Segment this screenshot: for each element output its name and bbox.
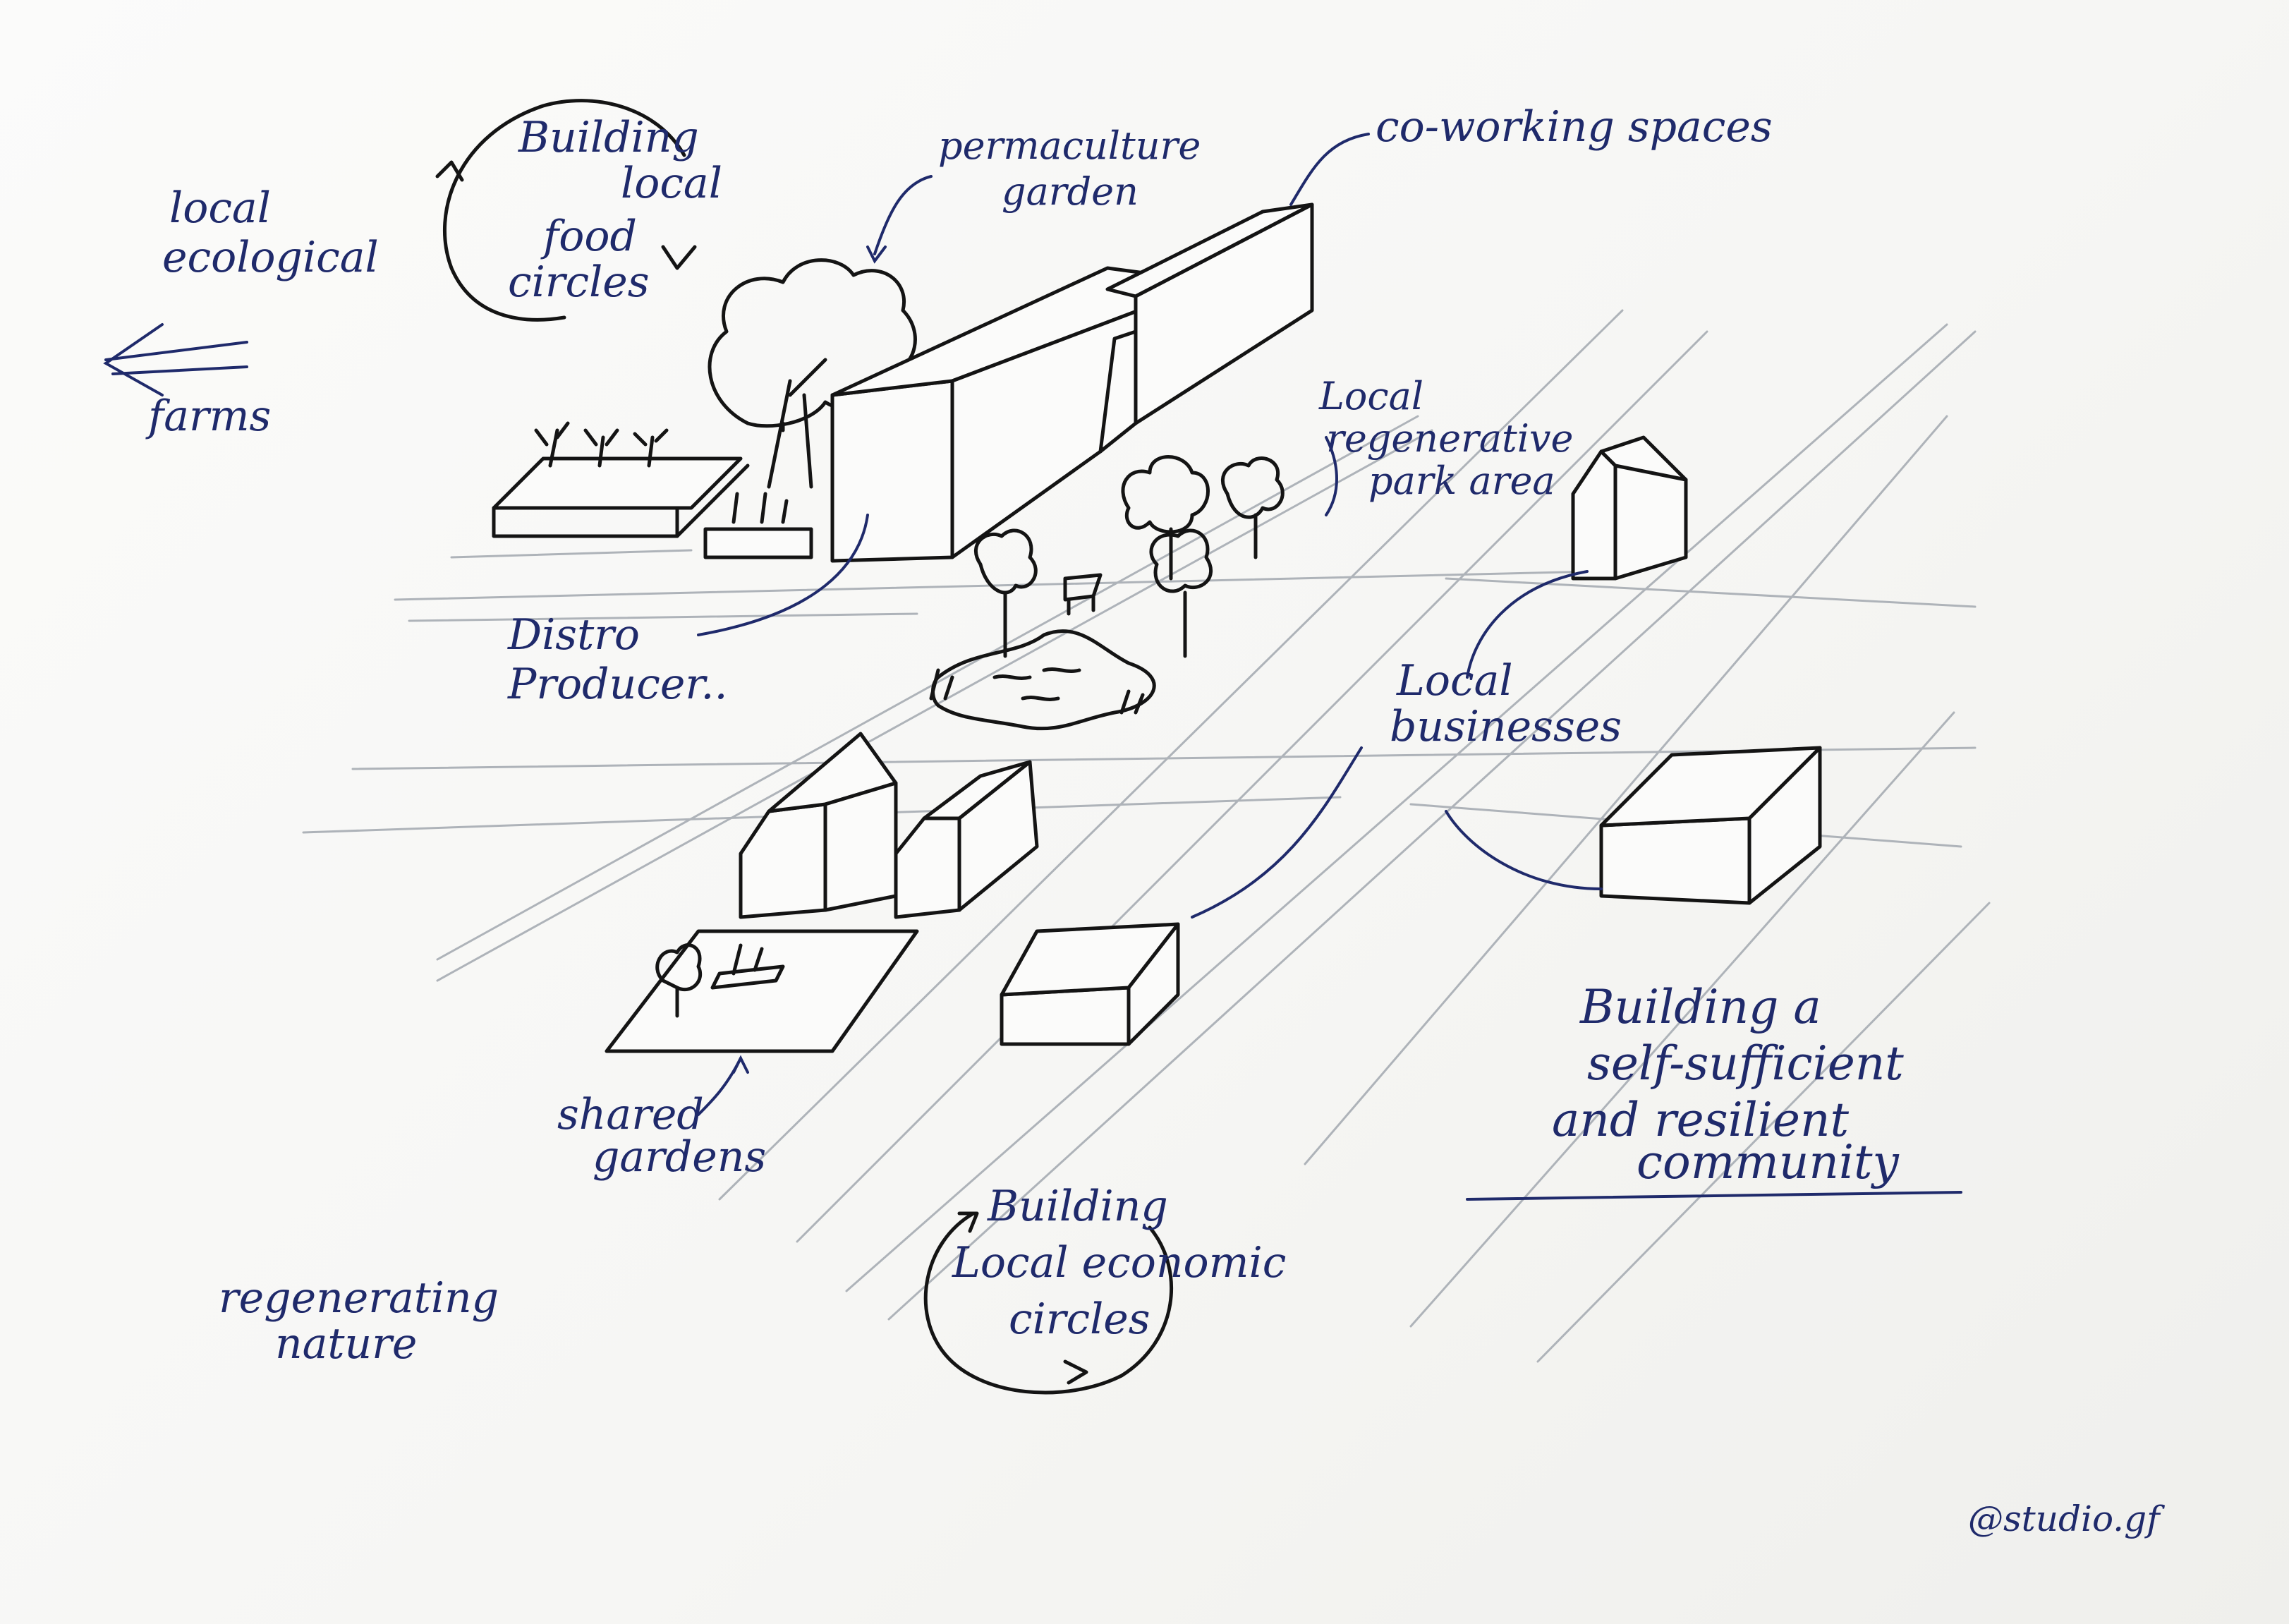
label-economic-circles: Building Local economic circles: [952, 1182, 1286, 1344]
label-permaculture-garden: permaculture garden: [938, 123, 1201, 214]
svg-text:food: food: [540, 212, 637, 261]
svg-text:local: local: [621, 159, 722, 208]
coworking-building: [1098, 202, 1314, 454]
svg-text:farms: farms: [145, 392, 271, 441]
svg-text:local: local: [169, 183, 271, 233]
local-business-house: [1571, 435, 1688, 581]
svg-text:Building: Building: [987, 1182, 1168, 1231]
svg-text:nature: nature: [275, 1319, 417, 1369]
regenerative-park-drawing: [929, 455, 1285, 731]
label-coworking-spaces: co-working spaces: [1376, 102, 1773, 152]
row-houses: [739, 732, 1039, 919]
svg-text:Local: Local: [1318, 374, 1423, 418]
svg-text:Local: Local: [1396, 656, 1513, 705]
economic-circle-loop: [923, 1211, 1174, 1395]
svg-text:community: community: [1637, 1135, 1900, 1189]
community-building: [1000, 922, 1180, 1046]
svg-text:Producer..: Producer..: [507, 660, 728, 709]
svg-text:shared: shared: [557, 1090, 704, 1139]
svg-text:Local economic: Local economic: [952, 1238, 1286, 1287]
svg-text:regenerative: regenerative: [1326, 416, 1573, 461]
svg-text:circles: circles: [1009, 1295, 1150, 1344]
food-circle-loop: [435, 99, 697, 322]
label-regenerating-nature: regenerating nature: [219, 1273, 499, 1369]
farms-arrow: [103, 323, 248, 396]
svg-text:ecological: ecological: [162, 233, 379, 282]
label-distro-producer: Distro Producer..: [507, 610, 728, 709]
label-regenerative-park: Local regenerative park area: [1318, 374, 1573, 503]
svg-text:circles: circles: [508, 257, 650, 307]
shared-garden-drawing: [605, 929, 919, 1053]
label-shared-gardens: shared gardens: [557, 1090, 766, 1182]
svg-text:self-sufficient: self-sufficient: [1587, 1036, 1904, 1091]
svg-text:Building: Building: [518, 113, 699, 162]
svg-text:permaculture: permaculture: [938, 123, 1201, 168]
svg-text:Building a: Building a: [1579, 980, 1821, 1034]
svg-text:regenerating: regenerating: [219, 1273, 499, 1323]
label-building-food-circles: Building local food circles: [508, 113, 722, 307]
label-local-ecological-farms: local ecological farms: [145, 183, 379, 441]
svg-text:Distro: Distro: [507, 610, 640, 660]
label-self-sufficient-community: Building a self-sufficient and resilient…: [1552, 980, 1904, 1189]
permaculture-garden-drawing: [492, 258, 917, 559]
studio-signature: @studio.gf: [1968, 1498, 2165, 1539]
svg-text:and resilient: and resilient: [1552, 1093, 1849, 1147]
annotation-leaders: [697, 133, 1962, 1201]
svg-text:gardens: gardens: [593, 1132, 766, 1182]
svg-text:park area: park area: [1368, 459, 1555, 503]
label-local-businesses: Local businesses: [1390, 656, 1622, 751]
svg-text:garden: garden: [1002, 169, 1139, 214]
local-business-block: [1599, 746, 1822, 905]
svg-text:businesses: businesses: [1390, 702, 1622, 751]
